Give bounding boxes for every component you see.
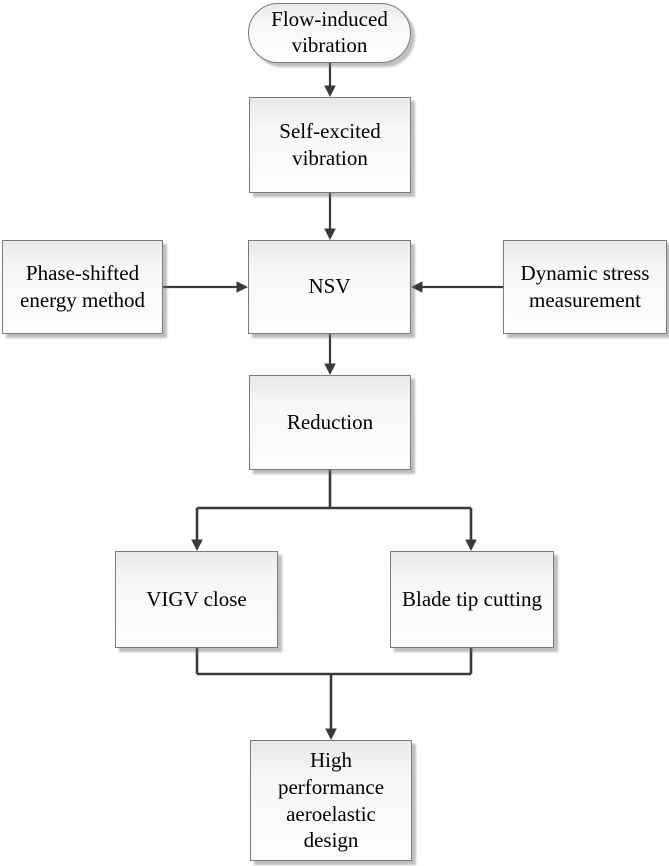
arrow-merge-to-highperf <box>195 648 473 740</box>
arrow-self-to-nsv <box>324 193 336 240</box>
node-vigv-close: VIGV close <box>115 551 278 648</box>
arrow-phase-to-nsv <box>163 281 248 293</box>
arrow-nsv-to-reduction <box>324 334 336 375</box>
node-label: Flow-induced vibration <box>271 7 388 57</box>
node-nsv: NSV <box>248 240 411 334</box>
node-reduction: Reduction <box>249 375 411 470</box>
node-label: Self-excited vibration <box>279 118 381 170</box>
node-label: VIGV close <box>146 586 247 611</box>
node-label: NSV <box>308 274 351 299</box>
node-label: Reduction <box>286 409 374 434</box>
arrow-dynamic-to-nsv <box>411 281 503 293</box>
node-label: Blade tip cutting <box>402 586 542 611</box>
node-phase-shifted-energy-method: Phase-shifted energy method <box>2 240 163 334</box>
node-blade-tip-cutting: Blade tip cutting <box>390 551 554 648</box>
node-dynamic-stress-measurement: Dynamic stress measurement <box>503 240 667 334</box>
node-high-performance-aeroelastic-design: High performance aeroelastic design <box>250 740 412 861</box>
node-label: Dynamic stress measurement <box>520 260 650 312</box>
node-label: High performance aeroelastic design <box>277 747 385 853</box>
arrow-flow-to-self <box>324 63 336 97</box>
node-self-excited-vibration: Self-excited vibration <box>249 97 411 193</box>
node-flow-induced-vibration: Flow-induced vibration <box>248 3 411 63</box>
arrow-reduction-branch <box>191 470 477 551</box>
node-label: Phase-shifted energy method <box>20 260 145 312</box>
